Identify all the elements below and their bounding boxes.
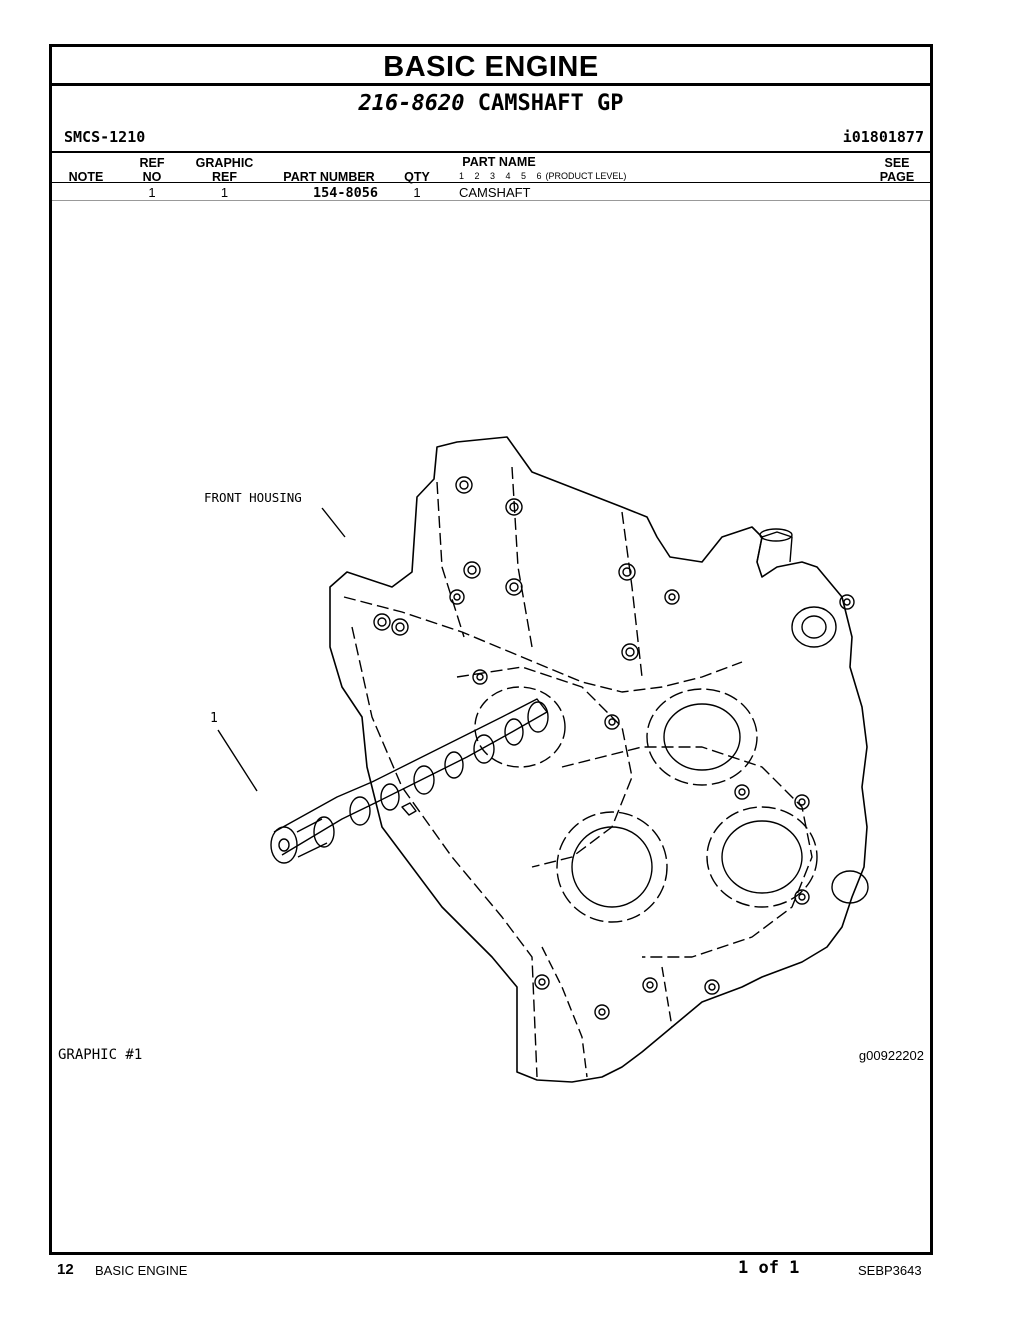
page-frame: BASIC ENGINE 216-8620 CAMSHAFT GP SMCS-1…	[49, 44, 933, 1255]
group-name: CAMSHAFT GP	[477, 91, 624, 116]
col-qty: QTY	[404, 170, 430, 184]
exploded-view-illustration: FRONT HOUSING 1	[204, 436, 869, 1083]
col-see-top: SEE	[884, 156, 910, 170]
table-row-rule	[52, 200, 930, 201]
col-see-bottom: PAGE	[879, 170, 915, 184]
front-housing-drawing	[329, 436, 869, 1083]
row-ref-no: 1	[148, 185, 156, 200]
callout-front-housing: FRONT HOUSING	[204, 490, 302, 505]
group-part-number: 216-8620	[358, 91, 465, 116]
col-ref-bottom: NO	[142, 170, 162, 184]
footer-page-of: 1 of 1	[738, 1258, 800, 1278]
table-header-bottom-rule	[52, 182, 930, 183]
row-graphic-ref: 1	[220, 185, 229, 200]
footer-document-number: SEBP3643	[858, 1263, 922, 1278]
product-level-label: (PRODUCT LEVEL)	[545, 171, 627, 181]
row-part-number: 154-8056	[312, 185, 378, 201]
row-part-name: CAMSHAFT	[459, 185, 531, 200]
col-graphic-top: GRAPHIC	[195, 156, 254, 170]
col-graphic-bottom: REF	[212, 170, 237, 184]
callout-item-1: 1	[210, 711, 218, 726]
table-header-top-rule	[52, 151, 930, 153]
smcs-code: SMCS-1210	[64, 128, 146, 146]
group-title: 216-8620 CAMSHAFT GP	[52, 91, 930, 116]
footer-section: BASIC ENGINE	[95, 1263, 188, 1278]
section-title: BASIC ENGINE	[383, 51, 599, 83]
product-level-numbers: 1 2 3 4 5 6	[459, 171, 542, 181]
col-part-number: PART NUMBER	[283, 170, 375, 184]
leader-item-1	[217, 729, 258, 792]
product-levels: 1 2 3 4 5 6(PRODUCT LEVEL)	[459, 171, 626, 181]
col-part-name: PART NAME	[462, 155, 536, 169]
row-qty: 1	[413, 185, 421, 200]
graphic-label: GRAPHIC #1	[58, 1047, 143, 1063]
camshaft-drawing	[270, 698, 549, 864]
col-note: NOTE	[68, 170, 104, 184]
graphic-id: g00922202	[858, 1048, 924, 1063]
document-identifier: i01801877	[842, 128, 924, 146]
col-ref-top: REF	[139, 156, 165, 170]
footer-page-number: 12	[57, 1261, 74, 1278]
section-title-bar: BASIC ENGINE	[52, 47, 930, 86]
leader-front-housing	[321, 507, 346, 538]
